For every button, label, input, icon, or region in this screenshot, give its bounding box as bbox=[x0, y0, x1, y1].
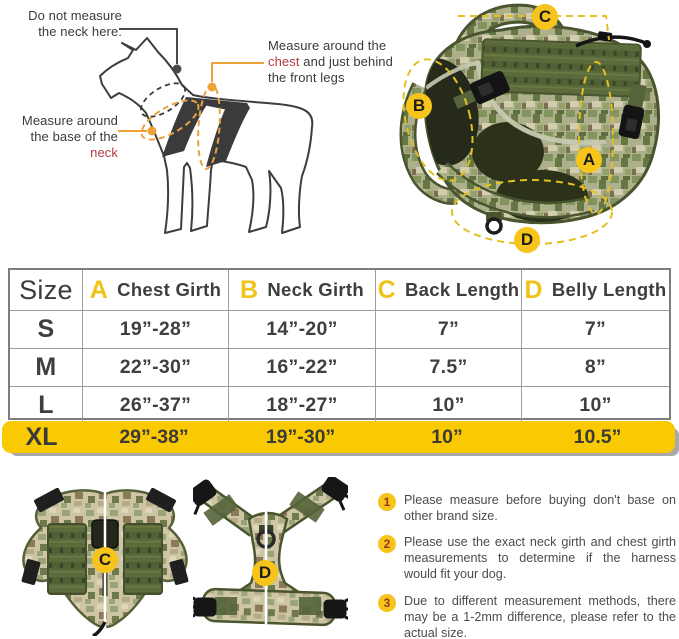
collar-dashed-ellipse bbox=[139, 82, 187, 118]
neck-opening-mesh bbox=[425, 58, 479, 166]
no-measure-callout-line bbox=[119, 28, 178, 64]
row-l-back: 10” bbox=[376, 387, 522, 424]
annotation-chest-post: and just behind the front legs bbox=[268, 53, 393, 85]
header-size-label: Size bbox=[19, 274, 73, 305]
row-s-chest: 19”-28” bbox=[83, 311, 229, 348]
row-m-back: 7.5” bbox=[376, 349, 522, 386]
bottom-d-ring bbox=[485, 217, 503, 235]
dog-outline bbox=[99, 37, 314, 234]
note-1-text: Please measure before buying don't base … bbox=[404, 493, 676, 524]
table-row-m: M 22”-30” 16”-22” 7.5” 8” bbox=[10, 348, 669, 386]
header-letter-a: A bbox=[89, 275, 109, 304]
molle-panel bbox=[480, 38, 642, 98]
annotation-neck-highlight: neck bbox=[90, 144, 118, 160]
row-l-chest: 26”-37” bbox=[83, 387, 229, 424]
header-neck-label: Neck Girth bbox=[267, 279, 364, 300]
cord-end bbox=[643, 40, 651, 48]
row-m-size: M bbox=[10, 349, 83, 386]
size-table-row-xl-highlighted: XL 29”-38” 19”-30” 10” 10.5” bbox=[2, 421, 675, 453]
row-xl-chest: 29”-38” bbox=[119, 425, 189, 448]
molle-panel-right bbox=[123, 523, 163, 595]
row-s-back: 7” bbox=[376, 311, 522, 348]
marker-b-badge: B bbox=[406, 93, 432, 119]
dring-tab bbox=[486, 212, 502, 221]
strap-webbing bbox=[203, 491, 325, 615]
no-measure-callout-dot bbox=[172, 64, 182, 74]
annotation-chest-pre: Measure around the bbox=[268, 38, 387, 53]
bottom-clip bbox=[92, 621, 107, 636]
annotation-neck: Measure around the base of the neck bbox=[6, 113, 118, 161]
left-buckle bbox=[452, 70, 510, 109]
note-1-number-badge: 1 bbox=[378, 493, 396, 511]
row-s-belly: 7” bbox=[584, 318, 607, 340]
header-chest-girth: A Chest Girth bbox=[83, 270, 229, 310]
header-size: Size bbox=[10, 270, 83, 310]
note-item-3: 3 Due to different measurement methods, … bbox=[378, 593, 676, 639]
note-2-text: Please use the exact neck girth and ches… bbox=[404, 535, 676, 582]
dog-line-art-illustration bbox=[99, 28, 314, 234]
size-table: Size A Chest Girth B Neck Girth C Back Leng… bbox=[8, 268, 671, 424]
row-l-belly: 10” bbox=[579, 394, 612, 416]
neck-callout-dot bbox=[147, 126, 157, 136]
header-chest-label: Chest Girth bbox=[117, 279, 222, 300]
row-s-neck: 14”-20” bbox=[229, 311, 376, 348]
row-m-neck: 16”-22” bbox=[229, 349, 376, 386]
annotation-chest-highlight: chest bbox=[268, 53, 300, 69]
note-2-number-badge: 2 bbox=[378, 535, 396, 554]
chest-strap-camo bbox=[437, 163, 594, 216]
annotation-do-not-measure: Do not measure the neck here. bbox=[28, 8, 122, 39]
note-item-1: 1 Please measure before buying don't bas… bbox=[378, 492, 676, 524]
row-m-belly: 8” bbox=[584, 356, 607, 378]
header-belly-length: D Belly Length bbox=[522, 270, 669, 310]
neck-measure-dashed-ellipse bbox=[140, 99, 200, 141]
row-xl-size: XL bbox=[25, 422, 58, 451]
header-belly-label: Belly Length bbox=[551, 279, 667, 300]
header-letter-b: B bbox=[240, 275, 259, 304]
right-buckle bbox=[618, 83, 647, 139]
row-xl-back: 10” bbox=[431, 425, 463, 448]
corner-buckles bbox=[21, 487, 189, 585]
size-table-header-row: Size A Chest Girth B Neck Girth C Back Leng… bbox=[10, 270, 669, 310]
row-m-chest: 22”-30” bbox=[83, 349, 229, 386]
marker-c-badge: C bbox=[532, 4, 558, 30]
row-xl-belly: 10.5” bbox=[573, 425, 622, 448]
header-letter-c: C bbox=[377, 275, 397, 304]
marker-d-badge: D bbox=[514, 227, 540, 253]
chest-mesh bbox=[472, 122, 544, 182]
header-back-label: Back Length bbox=[405, 279, 520, 300]
harness-photo-illustration bbox=[399, 3, 660, 245]
buckle-clips bbox=[193, 477, 348, 620]
notes-list: 1 Please measure before buying don't bas… bbox=[378, 492, 676, 639]
table-row-s: S 19”-28” 14”-20” 7” 7” bbox=[10, 310, 669, 348]
back-view-marker-badge: C bbox=[92, 547, 118, 573]
measure-guides bbox=[402, 15, 614, 245]
edge-piping-2 bbox=[425, 60, 481, 90]
note-3-number-badge: 3 bbox=[378, 593, 396, 612]
note-item-2: 2 Please use the exact neck girth and ch… bbox=[378, 534, 676, 582]
bungee-cord bbox=[575, 35, 649, 48]
chest-callout-dot bbox=[207, 82, 217, 92]
note-3-text: Due to different measurement methods, th… bbox=[404, 593, 676, 639]
row-l-size: L bbox=[10, 387, 83, 424]
row-xl-neck: 19”-30” bbox=[265, 425, 336, 448]
belly-view-marker-badge: D bbox=[252, 560, 278, 586]
chest-callout-line bbox=[211, 62, 264, 82]
belly-view-illustration bbox=[193, 477, 348, 635]
annotation-neck-pre: Measure around the base of the bbox=[21, 113, 118, 144]
row-l-neck: 18”-27” bbox=[229, 387, 376, 424]
molle-panel-left bbox=[47, 523, 87, 595]
row-s-size: S bbox=[10, 311, 83, 348]
annotation-chest: Measure around the chest and just behind… bbox=[268, 38, 410, 86]
header-letter-d: D bbox=[524, 275, 543, 304]
marker-a-badge: A bbox=[576, 147, 602, 173]
header-back-length: C Back Length bbox=[376, 270, 522, 310]
header-neck-girth: B Neck Girth bbox=[229, 270, 376, 310]
belly-center-panel bbox=[228, 511, 308, 597]
table-row-l: L 26”-37” 18”-27” 10” 10” bbox=[10, 386, 669, 424]
